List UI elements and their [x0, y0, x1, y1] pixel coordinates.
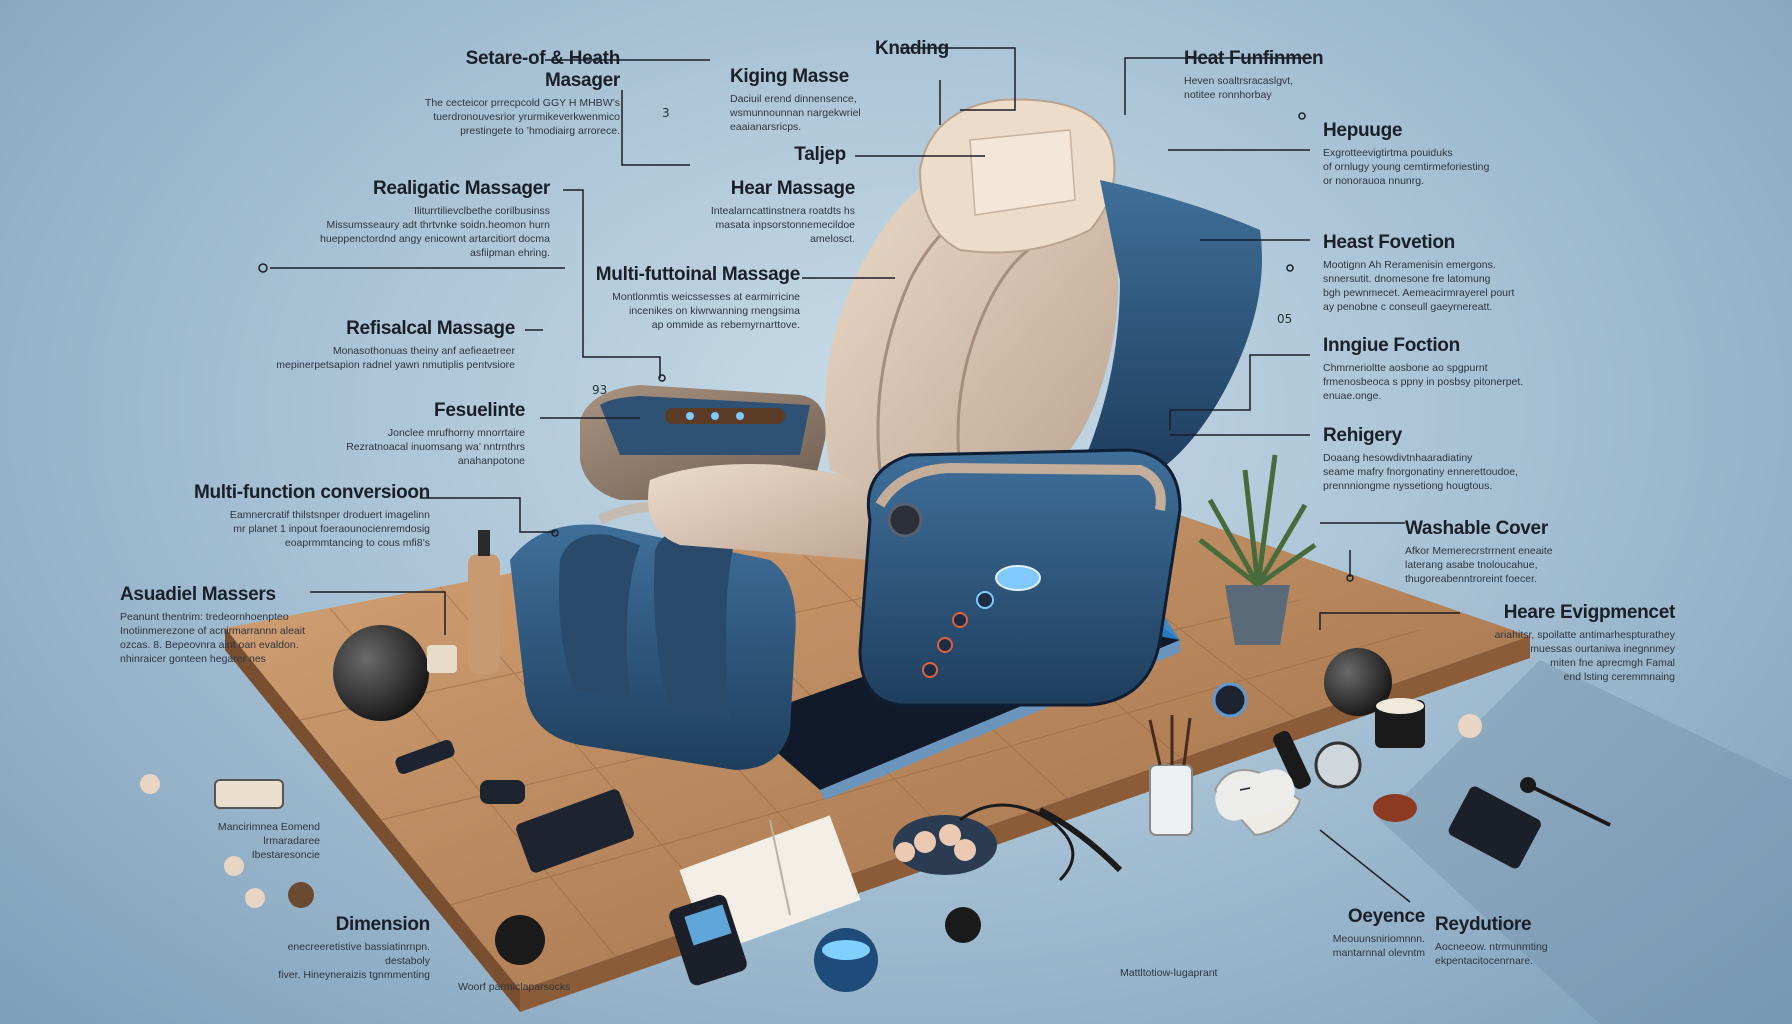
- callout-title: Taljep: [794, 144, 846, 165]
- bottom-mid-caption: Mattltotiow-lugaprant: [1120, 967, 1218, 979]
- callout-desc: Intealarncattinstnera roatdts hs masata …: [710, 205, 855, 245]
- leg-rest: [510, 501, 796, 770]
- callout-multifutional: Multi-futtoinal Massage Montlonmtis weic…: [585, 264, 801, 332]
- callout-title: Dimension: [335, 914, 431, 935]
- callout-hepuuge: Hepuuge Exgrotteevigtirtma pouiduks of o…: [1323, 120, 1573, 188]
- callout-refisalcal: Refisalcal Massage Monasothonuas theiny …: [250, 318, 515, 372]
- callout-desc: Jonclee mrufhorny mnorrtaire Rezratnoaca…: [346, 427, 525, 467]
- callout-kiging: Kiging Masse Daciuil erend dinnensence, …: [730, 66, 960, 134]
- callout-washable: Washable Cover Afkor Memerecrstrrnent en…: [1405, 518, 1645, 586]
- callout-title: Heat Funfinmen: [1184, 48, 1324, 69]
- callout-title: Hepuuge: [1323, 120, 1403, 141]
- bottom-woot-caption: Woorf parmiclaparsocks: [458, 981, 571, 993]
- callout-title: Inngiue Foction: [1323, 335, 1460, 356]
- callout-multi-function: Multi-function conversioon Eamnercratif …: [170, 482, 430, 550]
- callout-title: Heast Fovetion: [1323, 232, 1455, 253]
- callout-title: Oeyence: [1347, 906, 1425, 927]
- callout-desc: Aocneeow. ntrmunmting ekpentacitocenrnar…: [1435, 941, 1548, 967]
- callout-fesuelinte: Fesuelinte Jonclee mrufhorny mnorrtaire …: [325, 400, 525, 468]
- callout-title: Multi-futtoinal Massage: [595, 264, 801, 285]
- marker-3: 3: [662, 106, 670, 120]
- leader-lines: [258, 47, 1460, 903]
- callout-title: Heare Evigpmencet: [1503, 602, 1676, 623]
- callout-realigatic: Realigatic Massager Iliturrtilievclbethe…: [270, 178, 550, 260]
- chair-body: [580, 98, 1262, 707]
- callout-desc: Chmrnerioltte aosbone ao spgpurnt frmeno…: [1323, 362, 1524, 402]
- callout-title: Realigatic Massager: [373, 178, 550, 199]
- callout-title: Hear Massage: [730, 178, 856, 199]
- callout-desc: Afkor Memerecrstrrnent eneaite laterang …: [1405, 545, 1553, 585]
- callout-desc: Monasothonuas theiny anf aefieaetreer me…: [276, 345, 515, 371]
- callout-title: Refisalcal Massage: [346, 318, 515, 339]
- callout-inngiue: Inngiue Foction Chmrnerioltte aosbone ao…: [1323, 335, 1593, 403]
- callout-desc: Mootignn Ah Reramenisin emergons. snners…: [1323, 259, 1515, 313]
- callout-oeyence: Oeyence Meouunsniriomnnn. mantarnnal ole…: [1295, 906, 1426, 960]
- callout-dimension: Dimension enecreeretistive bassiatinrnpn…: [240, 914, 430, 982]
- callout-heare-evig: Heare Evigpmencet ariahitsr, spoilatte a…: [1460, 602, 1676, 684]
- left-control-panel: [665, 408, 785, 424]
- callout-desc: Peanunt thentrim: tredeornhoenpteo Inoti…: [120, 611, 306, 665]
- callout-desc: Heven soaltrsracaslgvt, notitee ronnhorb…: [1184, 75, 1294, 101]
- callout-desc: Meouunsniriomnnn. mantarnnal olevntm: [1332, 933, 1425, 959]
- potted-plant: [1198, 454, 1317, 645]
- callout-desc: The cecteicor prrecpcold GGY H MHBW’s tu…: [424, 97, 620, 137]
- callout-knading: Knading: [875, 38, 995, 60]
- right-control-panel: [887, 502, 1041, 678]
- callout-hear-massage: Hear Massage Intealarncattinstnera roatd…: [660, 178, 855, 246]
- callout-desc: Montlonmtis weicssesses at earmirricine …: [612, 291, 800, 331]
- floor-shadow: [1380, 660, 1792, 1024]
- accessories: [140, 530, 1611, 992]
- callout-title: Rehigery: [1323, 425, 1402, 446]
- callout-heat-funfinmen: Heat Funfinmen Heven soaltrsracaslgvt, n…: [1184, 48, 1444, 102]
- callout-title: Kiging Masse: [730, 66, 849, 87]
- callout-desc: Daciuil erend dinnensence, wsmunnounnan …: [730, 93, 861, 133]
- callout-title: Fesuelinte: [434, 400, 525, 421]
- callout-desc: Exgrotteevigtirtma pouiduks of ornlugy y…: [1323, 147, 1490, 187]
- callout-desc: Eamnercratif thilstsnper droduert imagel…: [229, 509, 430, 549]
- callout-heat-fovetion: Heast Fovetion Mootignn Ah Reramenisin e…: [1323, 232, 1583, 314]
- callout-title: Setare-of & Heath Masager: [465, 48, 621, 91]
- callout-desc: Iliturrtilievclbethe corilbusinss Missum…: [320, 205, 550, 259]
- marker-93: 93: [592, 383, 608, 397]
- callout-title: Washable Cover: [1405, 518, 1548, 539]
- bottom-left-caption: Mancirimnea Eomend lrmaradaree Ibestares…: [217, 821, 320, 861]
- callout-desc: Doaang hesowdivtnhaaradiatiny seame mafr…: [1323, 452, 1518, 492]
- callout-title: Asuadiel Massers: [120, 584, 276, 605]
- callout-desc: ariahitsr, spoilatte antimarhespturathey…: [1494, 629, 1675, 683]
- callout-setare: Setare-of & Heath Masager The cecteicor …: [350, 48, 620, 138]
- marker-05: 05: [1277, 312, 1293, 326]
- callout-rehigery: Rehigery Doaang hesowdivtnhaaradiatiny s…: [1323, 425, 1593, 493]
- callout-title: Multi-function conversioon: [193, 482, 430, 503]
- callout-reydutiore: Reydutiore Aocneeow. ntrmunmting ekpenta…: [1435, 914, 1595, 968]
- callout-desc: enecreeretistive bassiatinrnpn. destabol…: [278, 941, 430, 981]
- callout-asuadiel: Asuadiel Massers Peanunt thentrim: trede…: [120, 584, 350, 666]
- callout-talap: Taljep: [748, 144, 846, 166]
- callout-title: Knading: [875, 38, 949, 59]
- callout-title: Reydutiore: [1435, 914, 1532, 935]
